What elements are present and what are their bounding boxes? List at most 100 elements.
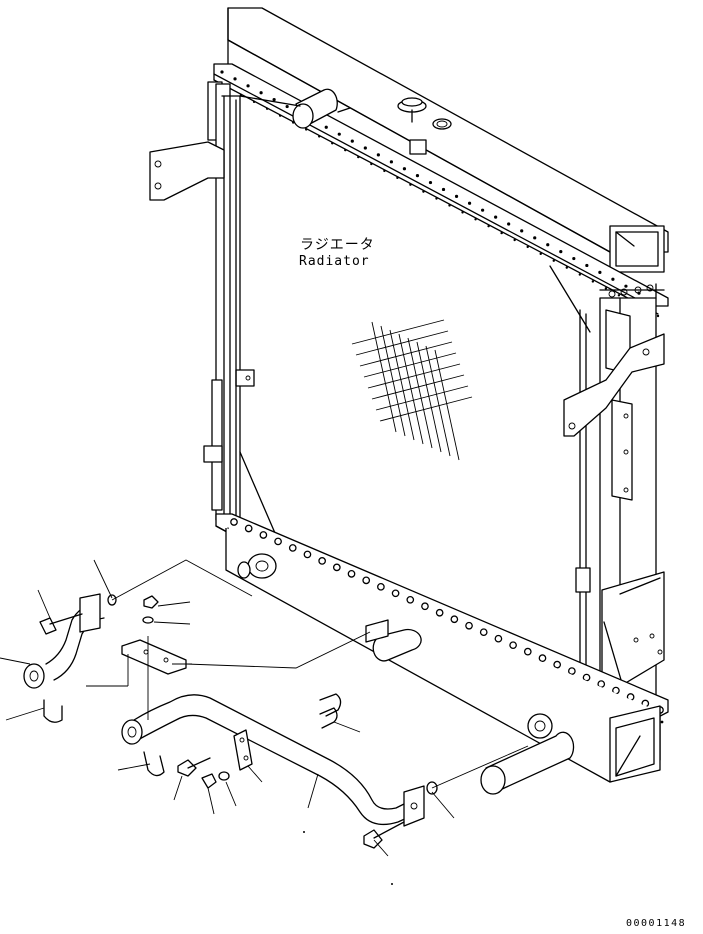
fin-line xyxy=(416,341,442,453)
rail-bolt xyxy=(435,608,444,617)
rail-hole xyxy=(507,222,511,226)
rail-bolt xyxy=(465,621,473,630)
fin-line xyxy=(363,352,457,378)
rail-bolt xyxy=(318,557,326,565)
rail-bolt xyxy=(523,647,532,656)
component-label-en: Radiator xyxy=(299,254,370,269)
fin-line xyxy=(371,374,465,400)
rail-hole xyxy=(585,263,589,268)
rail-hole xyxy=(363,146,367,150)
rail-bolt xyxy=(347,570,356,578)
drawing-number: 00001148 xyxy=(626,918,687,929)
rail-bolt xyxy=(259,531,268,539)
rail-hole xyxy=(383,169,386,173)
rail-hole xyxy=(422,190,425,193)
rail-hole xyxy=(435,197,438,200)
rail-bolt xyxy=(450,615,459,624)
rail-hole xyxy=(285,104,289,109)
rail-hole xyxy=(252,100,256,104)
fin-line xyxy=(375,385,469,411)
rail-hole xyxy=(481,208,485,212)
rail-bolt xyxy=(303,550,312,559)
rail-hole xyxy=(467,201,472,205)
rail-hole xyxy=(513,238,516,242)
rail-hole xyxy=(487,224,490,228)
rail-hole xyxy=(324,125,328,129)
fin-line xyxy=(371,321,397,433)
filler-cap xyxy=(397,97,452,155)
rail-hole xyxy=(474,218,477,221)
rail-hole xyxy=(656,314,660,318)
rail-bolt xyxy=(377,582,385,591)
top-outlet-pipe xyxy=(292,88,351,129)
radiator-core xyxy=(235,95,591,701)
rail-hole xyxy=(441,187,446,192)
rail-bolt xyxy=(288,544,297,552)
fin-line xyxy=(355,330,449,356)
top-rail-holes xyxy=(220,70,660,318)
lower-water-pipe xyxy=(121,694,438,827)
bottom-tank xyxy=(225,528,661,795)
rail-bolt xyxy=(421,602,429,611)
fin-line xyxy=(407,337,433,449)
rail-bolt xyxy=(494,634,503,643)
rail-bolt xyxy=(230,518,238,526)
rail-hole xyxy=(494,215,498,219)
rail-hole xyxy=(344,148,347,152)
rail-hole xyxy=(660,720,664,724)
fin-line xyxy=(389,329,415,441)
rail-bolt xyxy=(538,654,547,662)
rail-bolt xyxy=(332,563,341,572)
rail-hole xyxy=(572,256,576,261)
fin-line xyxy=(380,325,406,437)
rail-hole xyxy=(552,259,555,262)
rail-bolt xyxy=(274,537,282,546)
rail-hole xyxy=(591,280,595,283)
rail-bolt xyxy=(582,673,591,682)
rail-hole xyxy=(318,135,321,138)
top-tank xyxy=(227,7,669,273)
rail-hole xyxy=(402,167,407,171)
rail-hole xyxy=(611,277,615,281)
rail-hole xyxy=(454,194,459,198)
rail-hole xyxy=(617,294,621,297)
top-rail xyxy=(213,63,669,315)
core-fin-hatch xyxy=(351,319,473,461)
rail-bolt xyxy=(553,660,562,669)
rail-hole xyxy=(304,128,308,131)
rail-hole xyxy=(415,174,420,178)
fin-line xyxy=(351,319,445,345)
rail-hole xyxy=(376,153,380,157)
mounting-bracket xyxy=(121,639,253,771)
rail-bolt xyxy=(391,589,400,598)
fin-line xyxy=(359,341,453,367)
rail-hole xyxy=(370,162,373,166)
fin-line xyxy=(434,349,460,461)
rail-hole xyxy=(259,91,263,95)
rail-bolt xyxy=(568,667,576,675)
rail-bolt xyxy=(479,628,488,637)
component-label-jp: ラジエータ xyxy=(300,237,375,253)
upper-pipe-assembly xyxy=(23,593,117,689)
rail-hole xyxy=(428,180,433,185)
rail-bolt xyxy=(509,641,517,650)
rail-hole xyxy=(396,176,399,180)
rail-hole xyxy=(578,273,582,276)
rail-hole xyxy=(533,236,537,240)
rail-hole xyxy=(389,160,393,164)
rail-hole xyxy=(624,284,628,288)
rail-hole xyxy=(265,107,269,110)
rail-hole xyxy=(500,231,503,235)
rail-hole xyxy=(220,70,224,74)
leader-lines xyxy=(0,559,529,885)
rail-hole xyxy=(546,243,550,247)
right-side-frame xyxy=(563,283,665,711)
rail-hole xyxy=(526,245,529,249)
fin-line xyxy=(425,345,451,457)
rail-hole xyxy=(565,266,568,269)
fin-line xyxy=(379,396,473,422)
rail-bolt xyxy=(244,524,253,533)
rail-hole xyxy=(409,183,412,186)
rail-hole xyxy=(539,252,542,256)
